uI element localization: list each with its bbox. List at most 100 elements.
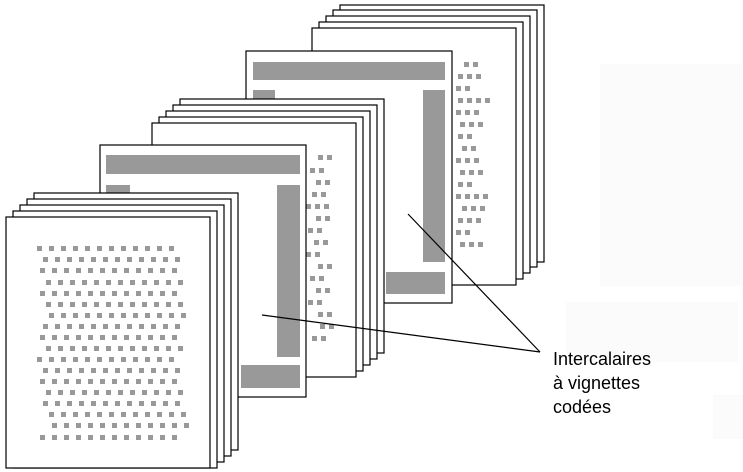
text-dot [318, 155, 323, 160]
tab-strip-bottom [241, 365, 300, 388]
text-dot [178, 390, 183, 395]
text-dot [478, 170, 483, 175]
text-dot [471, 206, 476, 211]
text-dot [52, 435, 57, 440]
text-dot [85, 357, 90, 362]
text-dot [61, 313, 66, 318]
text-dot [40, 379, 45, 384]
text-dot [88, 291, 93, 296]
text-dot [49, 357, 54, 362]
text-dot [97, 313, 102, 318]
text-dot [49, 246, 54, 251]
text-dot [160, 268, 165, 273]
text-dot [163, 257, 168, 262]
text-dot [467, 98, 472, 103]
text-dot [474, 194, 479, 199]
text-dot [43, 368, 48, 373]
text-dot [465, 158, 470, 163]
text-dot [112, 423, 117, 428]
text-dot [148, 379, 153, 384]
text-dot [79, 368, 84, 373]
text-dot [467, 74, 472, 79]
text-dot [478, 242, 483, 247]
text-dot [88, 435, 93, 440]
text-dot [136, 291, 141, 296]
text-dot [133, 412, 138, 417]
text-dot [467, 134, 472, 139]
text-dot [465, 110, 470, 115]
text-dot [314, 240, 319, 245]
text-dot [58, 302, 63, 307]
tab-strip-top [253, 62, 445, 80]
text-dot [103, 324, 108, 329]
text-dot [166, 280, 171, 285]
text-dot [139, 401, 144, 406]
text-dot [456, 86, 461, 91]
text-dot [112, 291, 117, 296]
text-dot [172, 423, 177, 428]
tab-strip-right [277, 185, 300, 357]
text-dot [154, 346, 159, 351]
text-dot [317, 228, 322, 233]
callout-label-line: Intercalaires [553, 349, 652, 369]
text-dot [100, 435, 105, 440]
text-dot [139, 257, 144, 262]
text-dot [462, 206, 467, 211]
text-dot [327, 312, 332, 317]
text-dot [124, 268, 129, 273]
text-dot [160, 379, 165, 384]
text-dot [52, 335, 57, 340]
text-dot [121, 412, 126, 417]
text-dot [456, 194, 461, 199]
text-dot [142, 346, 147, 351]
text-dot [91, 257, 96, 262]
text-dot [151, 324, 156, 329]
text-dot [70, 302, 75, 307]
text-dot [103, 368, 108, 373]
text-dot [64, 268, 69, 273]
text-dot [73, 246, 78, 251]
text-dot [154, 390, 159, 395]
text-dot [70, 390, 75, 395]
text-dot [136, 379, 141, 384]
text-dot [478, 122, 483, 127]
text-dot [130, 390, 135, 395]
text-dot [318, 312, 323, 317]
text-dot [485, 98, 490, 103]
text-dot [73, 357, 78, 362]
text-dot [324, 204, 329, 209]
text-dot [94, 302, 99, 307]
text-dot [124, 423, 129, 428]
text-dot [151, 368, 156, 373]
text-dot [166, 346, 171, 351]
text-dot [169, 412, 174, 417]
text-dot [79, 257, 84, 262]
text-dot [127, 401, 132, 406]
text-dot [100, 379, 105, 384]
text-dot [82, 346, 87, 351]
text-dot [184, 423, 189, 428]
text-dot [88, 335, 93, 340]
text-dot [157, 412, 162, 417]
text-dot [136, 423, 141, 428]
text-dot [55, 324, 60, 329]
text-dot [37, 246, 42, 251]
text-dot [178, 302, 183, 307]
text-dot [67, 368, 72, 373]
text-dot [115, 257, 120, 262]
text-dot [469, 122, 474, 127]
text-dot [127, 324, 132, 329]
text-dot [316, 288, 321, 293]
text-dot [473, 62, 478, 67]
text-dot [460, 170, 465, 175]
text-dot [100, 268, 105, 273]
text-dot [55, 368, 60, 373]
text-dot [318, 264, 323, 269]
text-dot [106, 280, 111, 285]
background-panel [566, 302, 738, 362]
text-dot [157, 246, 162, 251]
text-dot [460, 122, 465, 127]
text-dot [329, 324, 334, 329]
text-dot [112, 335, 117, 340]
text-dot [325, 288, 330, 293]
